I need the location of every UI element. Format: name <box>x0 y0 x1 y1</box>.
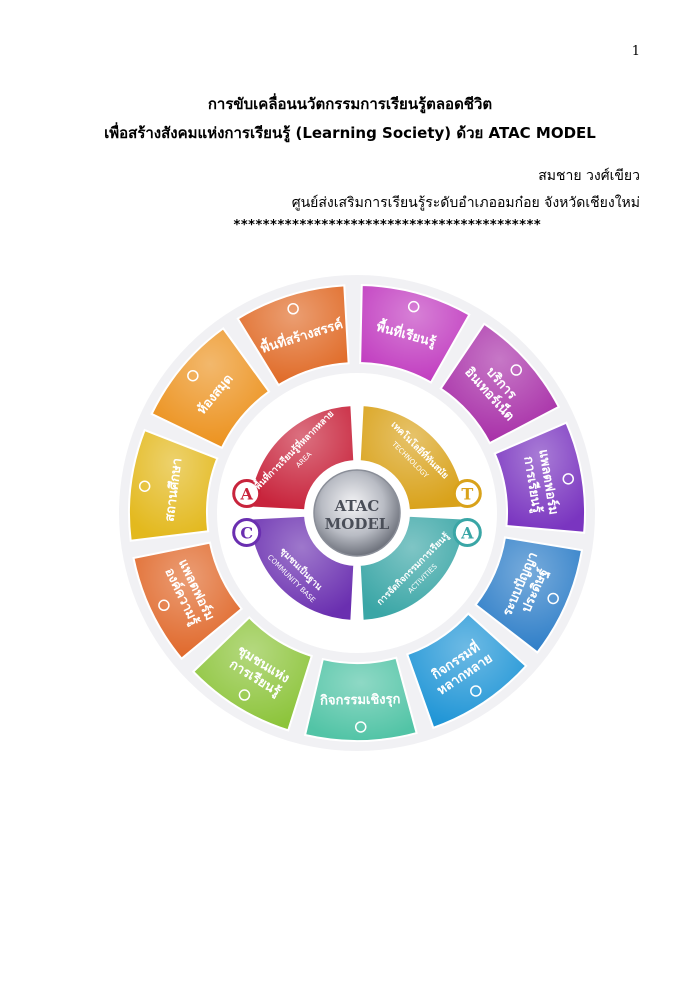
hub-title-line-2: MODEL <box>325 515 390 533</box>
outer-segment-label: กิจกรรมเชิงรุก <box>320 692 401 708</box>
outer-segment-gloss <box>305 657 417 741</box>
quadrant-letter: C <box>240 523 253 542</box>
outer-segment-gloss <box>440 323 559 444</box>
quadrant-letter-badge <box>232 517 262 547</box>
outer-segment-gloss <box>475 537 582 653</box>
title-line-1: การขับเคลื่อนนวัตกรรมการเรียนรู้ตลอดชีวิ… <box>207 95 493 113</box>
quadrant-letter-badge <box>452 517 482 547</box>
outer-segment-gloss <box>407 613 527 728</box>
outer-segment-gloss <box>151 328 269 448</box>
outer-segment-gloss <box>237 285 349 386</box>
segment-icon <box>158 599 170 612</box>
hub-title-line-1: ATAC <box>334 497 380 515</box>
segment-icon <box>547 592 559 605</box>
quadrant-letter: A <box>460 523 474 542</box>
affiliation: ศูนย์ส่งเสริมการเรียนรู้ระดับอำเภออมก๋อย… <box>291 195 640 211</box>
outer-segment-label: สถานศึกษา <box>162 457 186 522</box>
segment-icon <box>138 480 151 492</box>
segment-icon <box>562 473 575 485</box>
inner-quadrant-gloss <box>359 515 465 621</box>
separator-line: ****************************************… <box>233 218 541 233</box>
segment-icon <box>470 685 482 697</box>
outer-segment-gloss <box>133 542 242 659</box>
inner-quadrant-gloss <box>249 405 355 511</box>
segment-icon <box>287 303 299 315</box>
outer-segment-gloss <box>129 430 218 541</box>
outer-segment-gloss <box>494 422 585 533</box>
quadrant-letter-badge <box>232 479 262 509</box>
quadrant-letter-badge <box>452 479 482 509</box>
outer-segment-gloss <box>360 285 470 383</box>
page-number: 1 <box>631 44 640 59</box>
title-line-2: เพื่อสร้างสังคมแห่งการเรียนรู้ (Learning… <box>104 124 596 142</box>
quadrant-letter: A <box>239 485 253 504</box>
quadrant-letter: T <box>461 485 473 504</box>
inner-quadrant-gloss <box>359 405 465 511</box>
segment-icon <box>510 364 523 376</box>
segment-icon <box>407 300 420 313</box>
segment-icon <box>354 721 367 733</box>
hub-disc <box>313 469 401 557</box>
outer-segment-gloss <box>193 617 312 731</box>
inner-quadrant-gloss <box>249 515 355 621</box>
author-name: สมชาย วงศ์เขียว <box>538 168 640 184</box>
segment-icon <box>238 689 251 701</box>
segment-icon <box>187 369 199 382</box>
